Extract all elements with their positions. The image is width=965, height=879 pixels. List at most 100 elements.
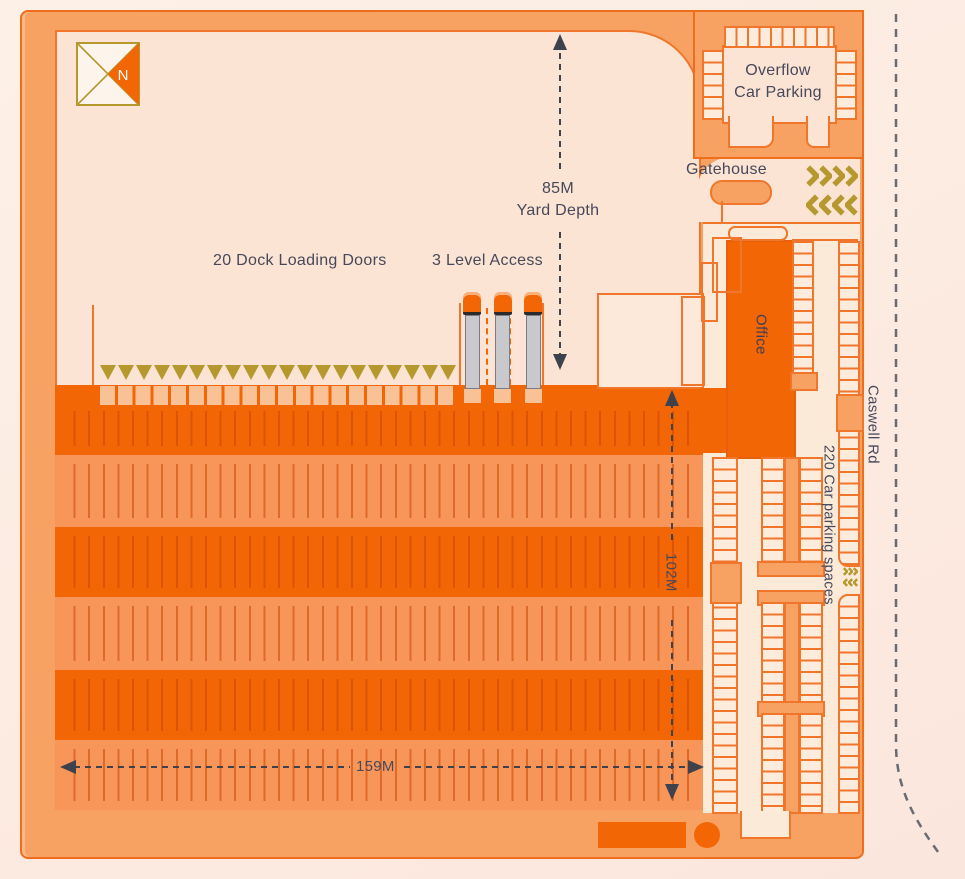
dock-door-triangle — [350, 365, 367, 380]
chevron-icon — [848, 567, 853, 576]
gatehouse-label: Gatehouse — [686, 161, 767, 178]
yard-depth-value: 85M — [541, 180, 575, 197]
dock-door-triangle — [314, 365, 331, 380]
truck-cab — [524, 292, 542, 315]
overflow-parking-label-line2: Car Parking — [734, 83, 822, 101]
level-access-door — [463, 389, 481, 403]
dock-door-triangle — [100, 365, 116, 380]
dock-door-triangle — [278, 365, 295, 380]
dock-door-triangle — [261, 365, 278, 380]
parking-spine — [784, 457, 800, 569]
dock-door-triangle — [135, 365, 152, 380]
overflow-parking-label-line1: Overflow — [745, 62, 811, 79]
truck-bay-line-left — [459, 303, 461, 385]
overflow-parking-label: Overflow Car Parking — [718, 60, 838, 103]
truck-bay-divider — [486, 308, 488, 385]
roof-band — [55, 527, 703, 597]
exit-chevrons — [806, 194, 858, 216]
hub-building — [597, 293, 704, 389]
sprinkler-tank — [598, 822, 686, 848]
dock-door-triangle — [243, 365, 260, 380]
parking-row — [712, 457, 738, 814]
level-access-door — [524, 389, 542, 403]
chevron-icon — [853, 578, 858, 587]
dock-door-triangle — [225, 365, 242, 380]
dock-doors-strip — [100, 386, 456, 405]
building-depth-label: 102M — [662, 553, 680, 592]
truck-trailer — [464, 315, 480, 389]
car-parking-label: 220 Car parking spaces — [820, 445, 837, 605]
dock-door-triangle — [368, 365, 385, 380]
parking-row — [799, 457, 823, 567]
level-access-trucks — [463, 292, 542, 403]
side-entry-chevrons — [843, 567, 858, 576]
dock-door-triangle — [422, 365, 439, 380]
overflow-exit-lane-right — [806, 116, 830, 148]
chevron-icon — [848, 578, 853, 587]
dock-door-triangle — [189, 365, 206, 380]
dock-door-triangle — [439, 365, 456, 380]
truck-bay-divider — [509, 308, 511, 385]
parking-row — [799, 602, 823, 707]
chevron-icon — [843, 567, 848, 576]
chevron-icon — [832, 165, 845, 187]
dock-door-triangle — [386, 365, 403, 380]
chevron-icon — [843, 578, 848, 587]
gatehouse-wall-line — [721, 201, 723, 222]
dock-door-triangle — [153, 365, 170, 380]
truck-cab — [493, 292, 512, 315]
side-exit-chevrons — [843, 578, 858, 587]
building-width-label: 159M — [356, 758, 395, 775]
overflow-stalls-top — [724, 26, 835, 48]
level-access-door — [494, 389, 511, 403]
bottom-notch — [740, 811, 791, 839]
truck-cab — [463, 292, 481, 315]
north-compass-icon: N — [76, 42, 140, 106]
roof-band — [55, 670, 703, 740]
road-centreline — [894, 14, 943, 857]
dock-door-triangle — [171, 365, 188, 380]
warehouse-building — [55, 385, 703, 810]
overflow-exit-lane-left — [728, 116, 774, 148]
chevron-icon — [806, 194, 819, 216]
parking-t-bar — [757, 561, 825, 577]
dock-door-triangle — [332, 365, 349, 380]
svg-text:N: N — [118, 67, 129, 84]
roof-band — [55, 597, 703, 670]
tank-circle — [694, 822, 720, 848]
parking-row — [838, 594, 860, 814]
yard-depth-label: 85M Yard Depth — [488, 178, 628, 221]
roof-band — [55, 740, 703, 810]
chevron-icon — [845, 165, 858, 187]
dock-door-triangle — [207, 365, 224, 380]
chevron-icon — [845, 194, 858, 216]
office-canopy-outline — [728, 226, 788, 241]
level-access-label: 3 Level Access — [432, 252, 543, 269]
office-label: Office — [752, 314, 770, 355]
parking-row — [761, 713, 785, 814]
yard-area — [55, 30, 701, 389]
roof-band — [55, 455, 703, 527]
dock-door-markers — [100, 365, 456, 380]
truck-icon — [463, 292, 481, 403]
chevron-icon — [832, 194, 845, 216]
parking-row — [761, 457, 785, 567]
road-label: Caswell Rd — [864, 385, 882, 464]
truck-trailer — [495, 315, 510, 389]
truck-icon — [524, 292, 542, 403]
parking-island — [836, 394, 864, 432]
yard-depth-text: Yard Depth — [516, 201, 600, 219]
parking-row — [799, 713, 823, 814]
parking-island — [790, 372, 818, 391]
parking-row — [761, 602, 785, 707]
overflow-stalls-right — [835, 50, 857, 120]
truck-trailer — [525, 315, 541, 389]
chevron-icon — [819, 194, 832, 216]
dock-door-triangle — [404, 365, 421, 380]
dock-door-triangle — [117, 365, 134, 380]
chevron-icon — [819, 165, 832, 187]
office-wing — [700, 388, 730, 453]
dock-doors-label: 20 Dock Loading Doors — [213, 252, 387, 269]
entry-chevrons — [806, 165, 858, 187]
